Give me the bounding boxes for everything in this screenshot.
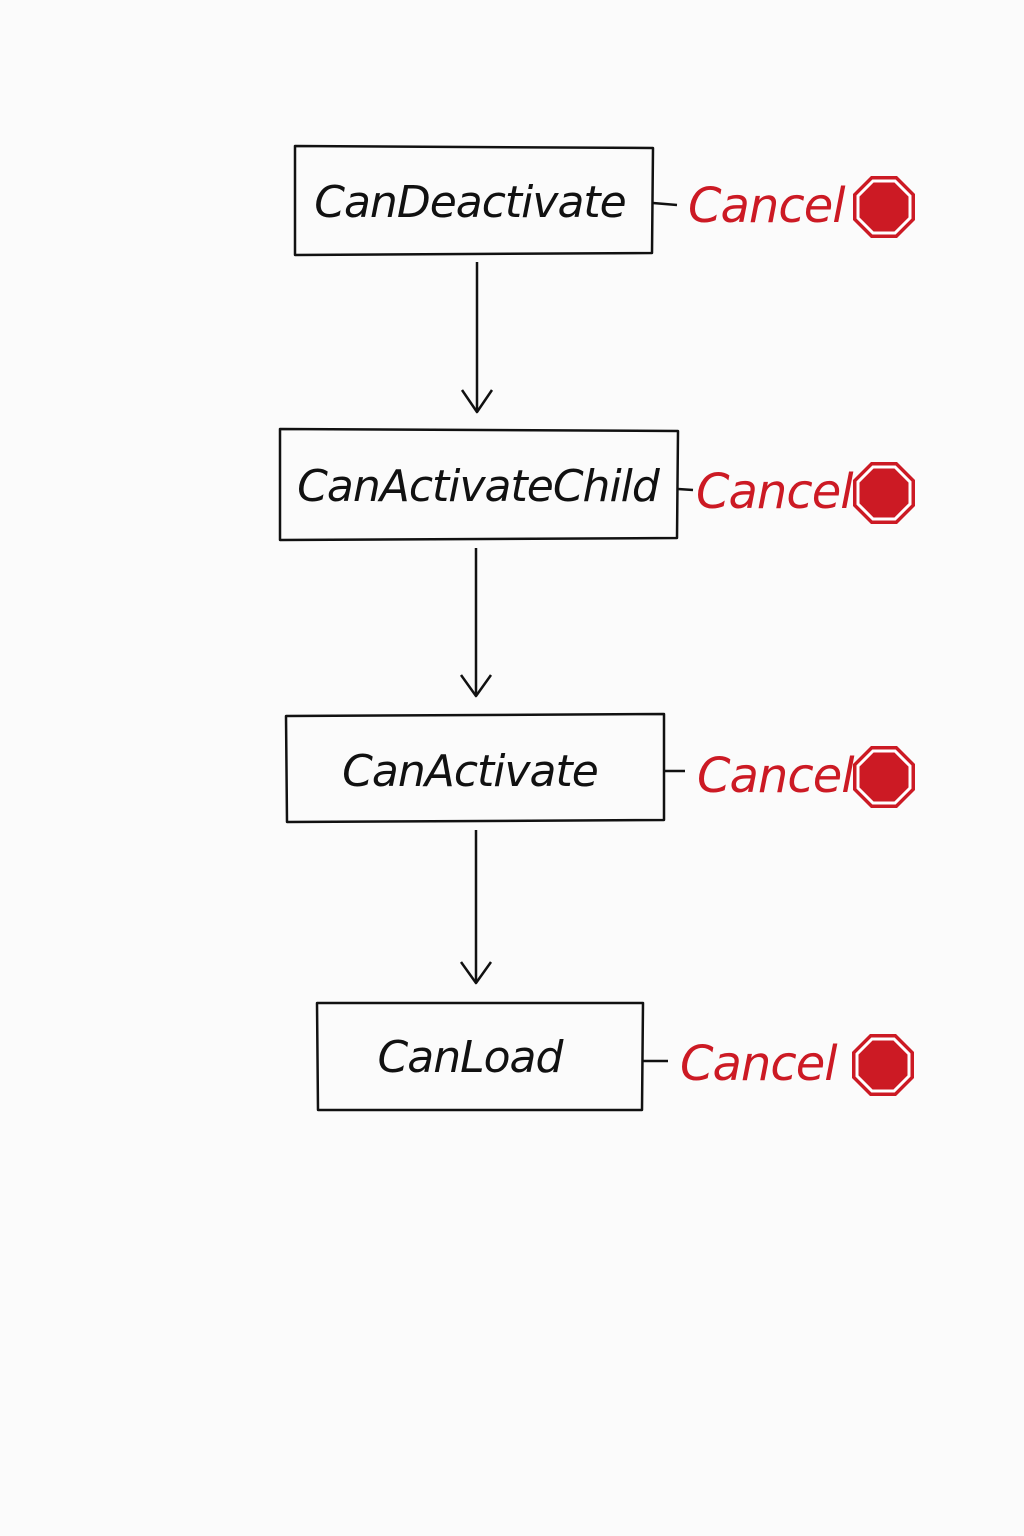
node-canactivate: CanActivate Cancel [284, 712, 915, 824]
node-box [284, 712, 666, 824]
node-candeactivate: CanDeactivate Cancel [293, 144, 915, 257]
node-box [278, 427, 680, 542]
stop-sign-icon [853, 462, 915, 524]
node-canactivatechild: CanActivateChild Cancel [278, 427, 915, 542]
node-label: CanActivate [342, 746, 598, 797]
connector-tick [677, 487, 694, 492]
node-box [315, 1001, 645, 1112]
node-box [293, 144, 655, 257]
node-label: CanDeactivate [314, 177, 625, 228]
arrow-down [460, 262, 494, 414]
cancel-label: Cancel [696, 464, 854, 520]
stop-sign-icon [853, 746, 915, 808]
cancel-label: Cancel [688, 178, 846, 234]
stop-sign-icon [853, 176, 915, 238]
cancel-label: Cancel [697, 748, 855, 804]
cancel-label: Cancel [680, 1036, 838, 1092]
stop-sign-icon [852, 1034, 914, 1096]
connector-tick [652, 201, 678, 207]
arrow-down [459, 548, 493, 698]
arrow-down [459, 830, 493, 985]
node-label: CanLoad [378, 1032, 565, 1083]
node-label: CanActivateChild [297, 461, 661, 512]
node-canload: CanLoad Cancel [315, 1001, 914, 1112]
